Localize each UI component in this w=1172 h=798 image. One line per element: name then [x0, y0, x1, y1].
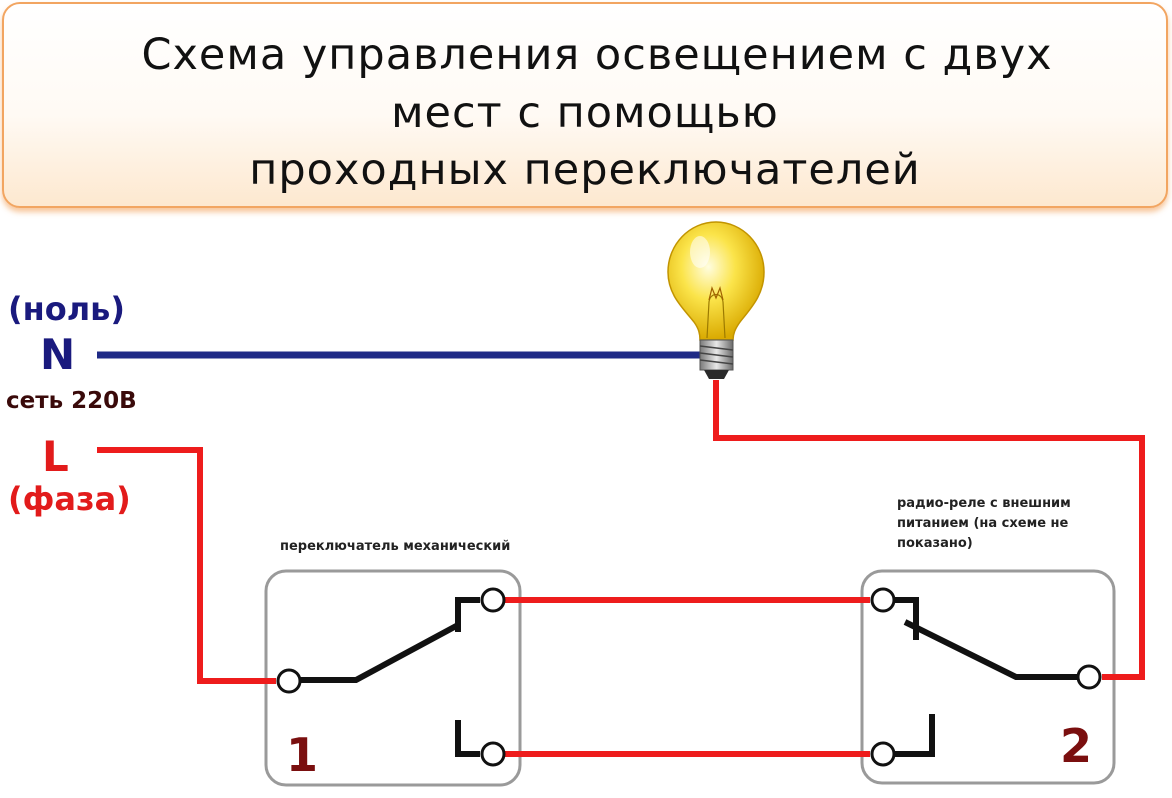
- lamp-wire: [713, 380, 1145, 680]
- title-box: Схема управления освещением с двух мест …: [2, 2, 1168, 208]
- switch-2-terminal-top: [870, 587, 896, 613]
- switch-1-terminal-top: [480, 587, 506, 613]
- switch-2-lever: [903, 619, 1078, 680]
- switch-1-contact-bottom: [455, 720, 480, 757]
- switch-2-contact-top: [895, 597, 919, 640]
- switch-1-terminal-bottom: [480, 741, 506, 767]
- switch-1-note: переключатель механический: [280, 539, 511, 554]
- switch-2-note: радио-реле с внешним питанием (на схеме …: [897, 496, 1071, 551]
- phase-wire: [97, 447, 276, 684]
- switch-1-contact-top: [455, 597, 480, 632]
- neutral-label: (ноль): [8, 290, 126, 328]
- switch-2-terminal-common: [1076, 664, 1102, 690]
- title-line-1: Схема управления освещением с двух: [141, 30, 1053, 80]
- switch-1-lever: [300, 622, 460, 683]
- switch-2-terminal-bottom: [870, 741, 896, 767]
- switch-1-number: 1: [286, 728, 319, 782]
- light-bulb-icon: [667, 221, 765, 379]
- phase-letter: L: [42, 432, 69, 481]
- switch-2-contact-bottom: [895, 714, 935, 757]
- network-label: сеть 220В: [6, 388, 137, 414]
- title-line-3: проходных переключателей: [249, 145, 921, 195]
- title-line-2: мест с помощью: [391, 88, 779, 138]
- switch-2-number: 2: [1060, 719, 1093, 773]
- neutral-letter: N: [40, 330, 76, 379]
- switch-1-terminal-common: [276, 668, 302, 694]
- phase-label: (фаза): [8, 480, 131, 518]
